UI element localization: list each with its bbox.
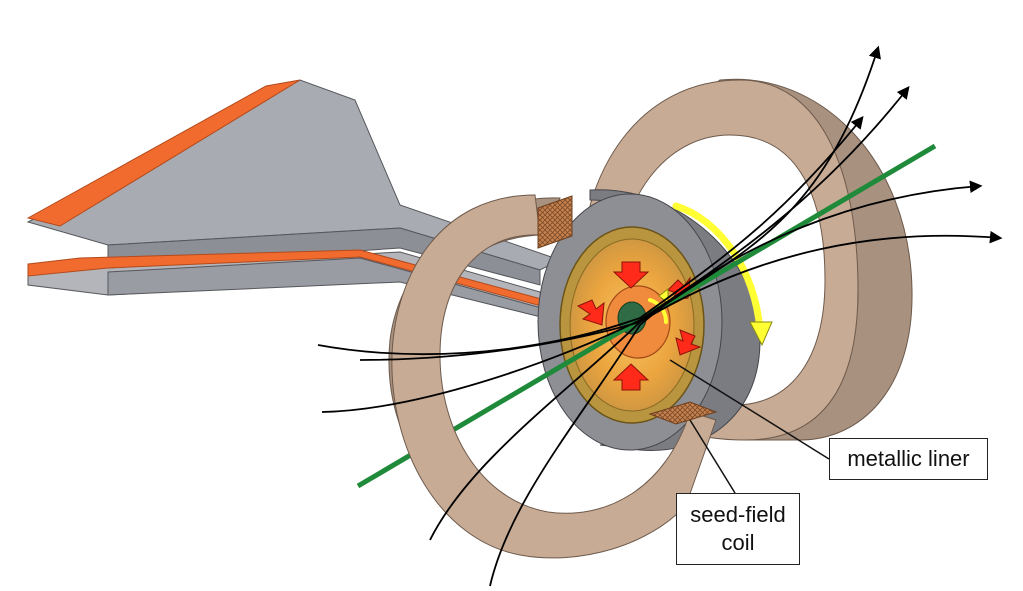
field-line (489, 180, 983, 587)
compression-arrow-icon (612, 261, 650, 289)
field-line (321, 86, 910, 413)
rotation-arrow-outer-head-icon (749, 321, 773, 347)
metallic-liner-label: metallic liner (829, 438, 988, 480)
field-line (317, 116, 864, 356)
metallic-liner-assembly (537, 189, 773, 451)
liner-leader-line (669, 359, 830, 460)
transmission-line (26, 79, 562, 319)
compression-arrow-icon (576, 299, 605, 326)
field-line (359, 230, 1003, 361)
upper-electrode-strip (26, 79, 301, 227)
field-lines (317, 45, 1003, 587)
coil-gap-end-top (537, 195, 573, 249)
compression-arrow-icon (612, 363, 650, 391)
coil-leader-line (689, 419, 736, 494)
coil-gap-end-bottom (648, 401, 718, 425)
seed-field-coil-label: seed-field coil (676, 493, 800, 565)
rotation-arrow-outer (672, 202, 764, 334)
front-seed-field-coil (388, 194, 718, 559)
compression-arrow-icon (675, 329, 702, 356)
